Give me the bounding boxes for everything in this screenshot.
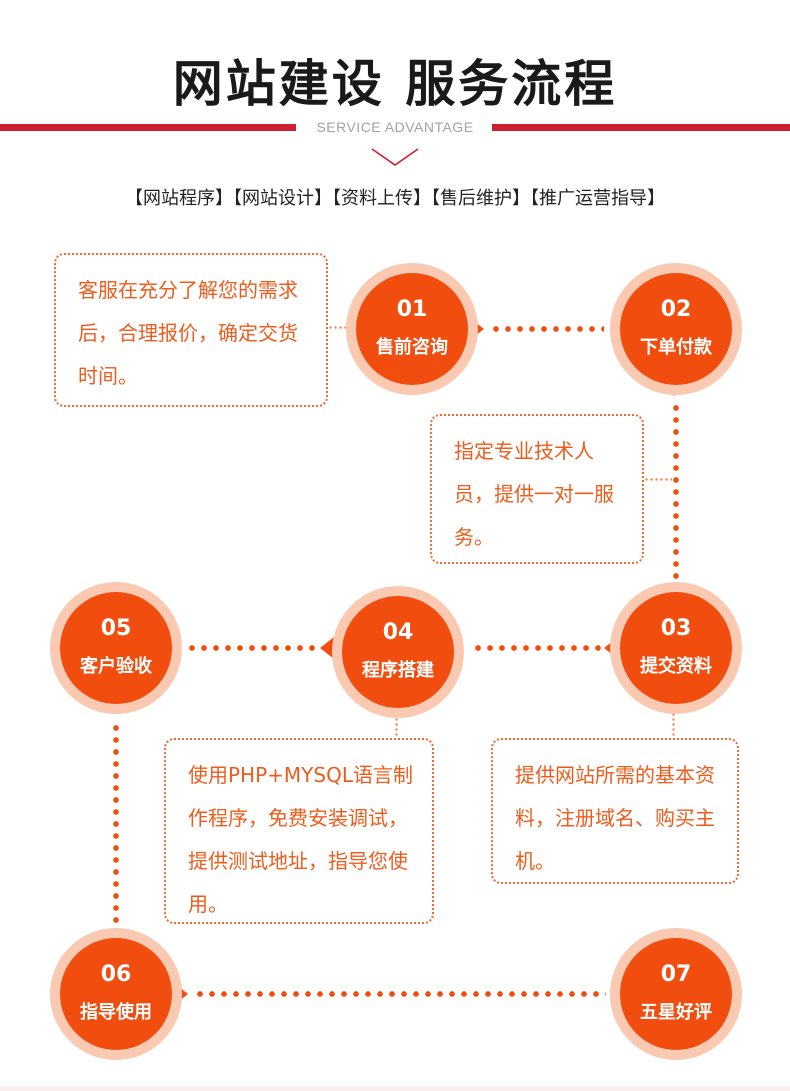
- title-rule-left: [0, 124, 296, 131]
- note-box-01: 客服在充分了解您的需求后，合理报价，确定交货时间。: [54, 253, 328, 407]
- note-box-03: 提供网站所需的基本资料，注册域名、购买主机。: [491, 738, 739, 884]
- note-box-04: 使用PHP+MYSQL语言制作程序，免费安装调试，提供测试地址，指导您使用。: [164, 738, 434, 924]
- connector-04-05: [186, 645, 318, 651]
- pointer-04: [320, 637, 334, 659]
- note-link-3: [672, 712, 675, 738]
- page-title: 网站建设 服务流程: [172, 54, 618, 113]
- connector-06-07: [194, 991, 606, 997]
- step-label: 客户验收: [80, 656, 152, 677]
- pointer-01: [470, 318, 484, 340]
- step-label: 指导使用: [80, 1002, 152, 1023]
- step-number: 01: [396, 297, 428, 322]
- subtitle: SERVICE ADVANTAGE: [316, 119, 474, 135]
- step-01: 01 售前咨询: [356, 273, 468, 385]
- step-label: 售前咨询: [376, 337, 448, 358]
- footer-strip: [0, 1086, 790, 1091]
- pointer-02: [663, 382, 685, 396]
- step-label: 程序搭建: [362, 660, 434, 681]
- title-rule-right: [492, 124, 790, 131]
- step-number: 07: [660, 962, 692, 987]
- step-07: 07 五星好评: [620, 938, 732, 1050]
- connector-05-06: [113, 722, 119, 928]
- note-link-1: [328, 326, 350, 329]
- step-number: 06: [100, 962, 132, 987]
- step-03: 03 提交资料: [620, 592, 732, 704]
- chevron-down-icon: [371, 148, 419, 166]
- step-number: 04: [382, 620, 414, 645]
- step-label: 下单付款: [640, 337, 712, 358]
- step-number: 02: [660, 297, 692, 322]
- step-06: 06 指导使用: [60, 938, 172, 1050]
- note-link-4: [395, 712, 398, 738]
- connector-02-03: [673, 402, 679, 588]
- service-tags: 【网站程序】【网站设计】【资料上传】【售后维护】【推广运营指导】: [125, 188, 665, 209]
- step-label: 五星好评: [640, 1002, 712, 1023]
- step-02: 02 下单付款: [620, 273, 732, 385]
- pointer-06: [174, 983, 188, 1005]
- note-box-02: 指定专业技术人员，提供一对一服务。: [430, 414, 644, 564]
- step-05: 05 客户验收: [60, 592, 172, 704]
- step-number: 03: [660, 616, 692, 641]
- step-number: 05: [100, 616, 132, 641]
- connector-03-04: [472, 645, 604, 651]
- note-link-2: [644, 478, 672, 481]
- step-04: 04 程序搭建: [342, 596, 454, 708]
- pointer-03: [604, 637, 618, 659]
- step-label: 提交资料: [640, 656, 712, 677]
- connector-01-02: [490, 326, 604, 332]
